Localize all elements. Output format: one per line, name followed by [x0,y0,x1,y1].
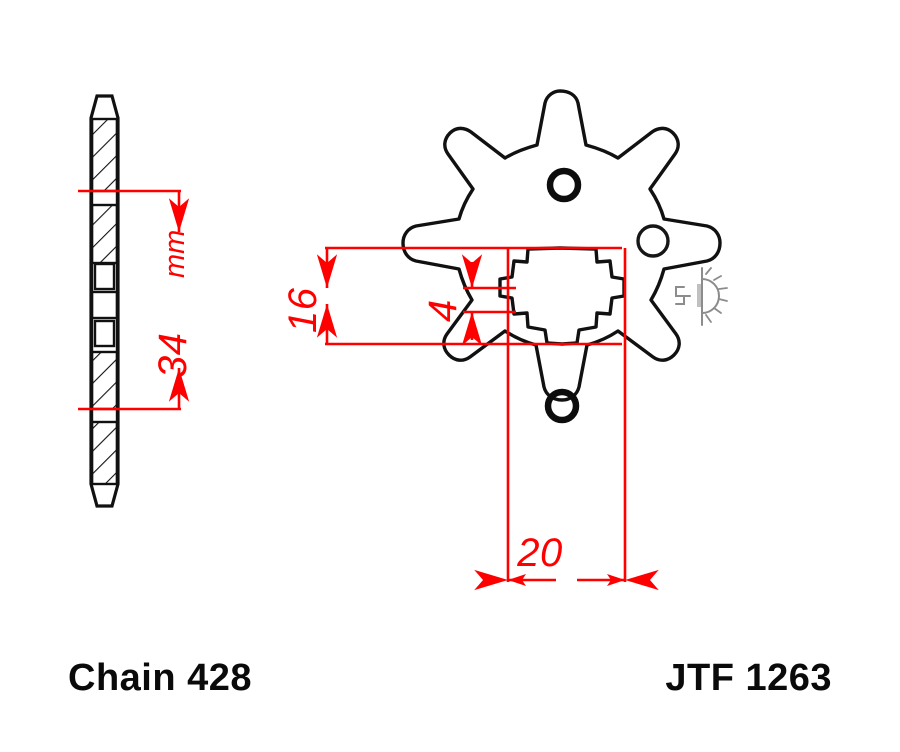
plain-hole-right [636,224,670,258]
part-number-label: JTF 1263 [665,657,832,699]
dim-label-34: 34 [151,333,195,379]
dim-label-16: 16 [281,287,325,333]
dim-unit-mm: mm [159,230,191,278]
bolt-hole-bottom [544,388,580,424]
dim-label-20: 20 [516,531,563,575]
chain-label: Chain 428 [68,657,252,699]
front-view-group [401,89,728,424]
sprocket-teeth-outline [401,89,722,402]
radial-burst-mark-icon [675,267,728,326]
bolt-hole-top [546,167,582,203]
dimension-thickness-34mm: 34 mm [78,189,195,411]
dim20-arrowhead-left [508,574,526,586]
dim-label-4: 4 [421,299,465,322]
dimension-bore-20: 20 [474,248,659,591]
section-inner-edges [90,119,119,484]
dim20-arrowhead-right [607,574,625,586]
